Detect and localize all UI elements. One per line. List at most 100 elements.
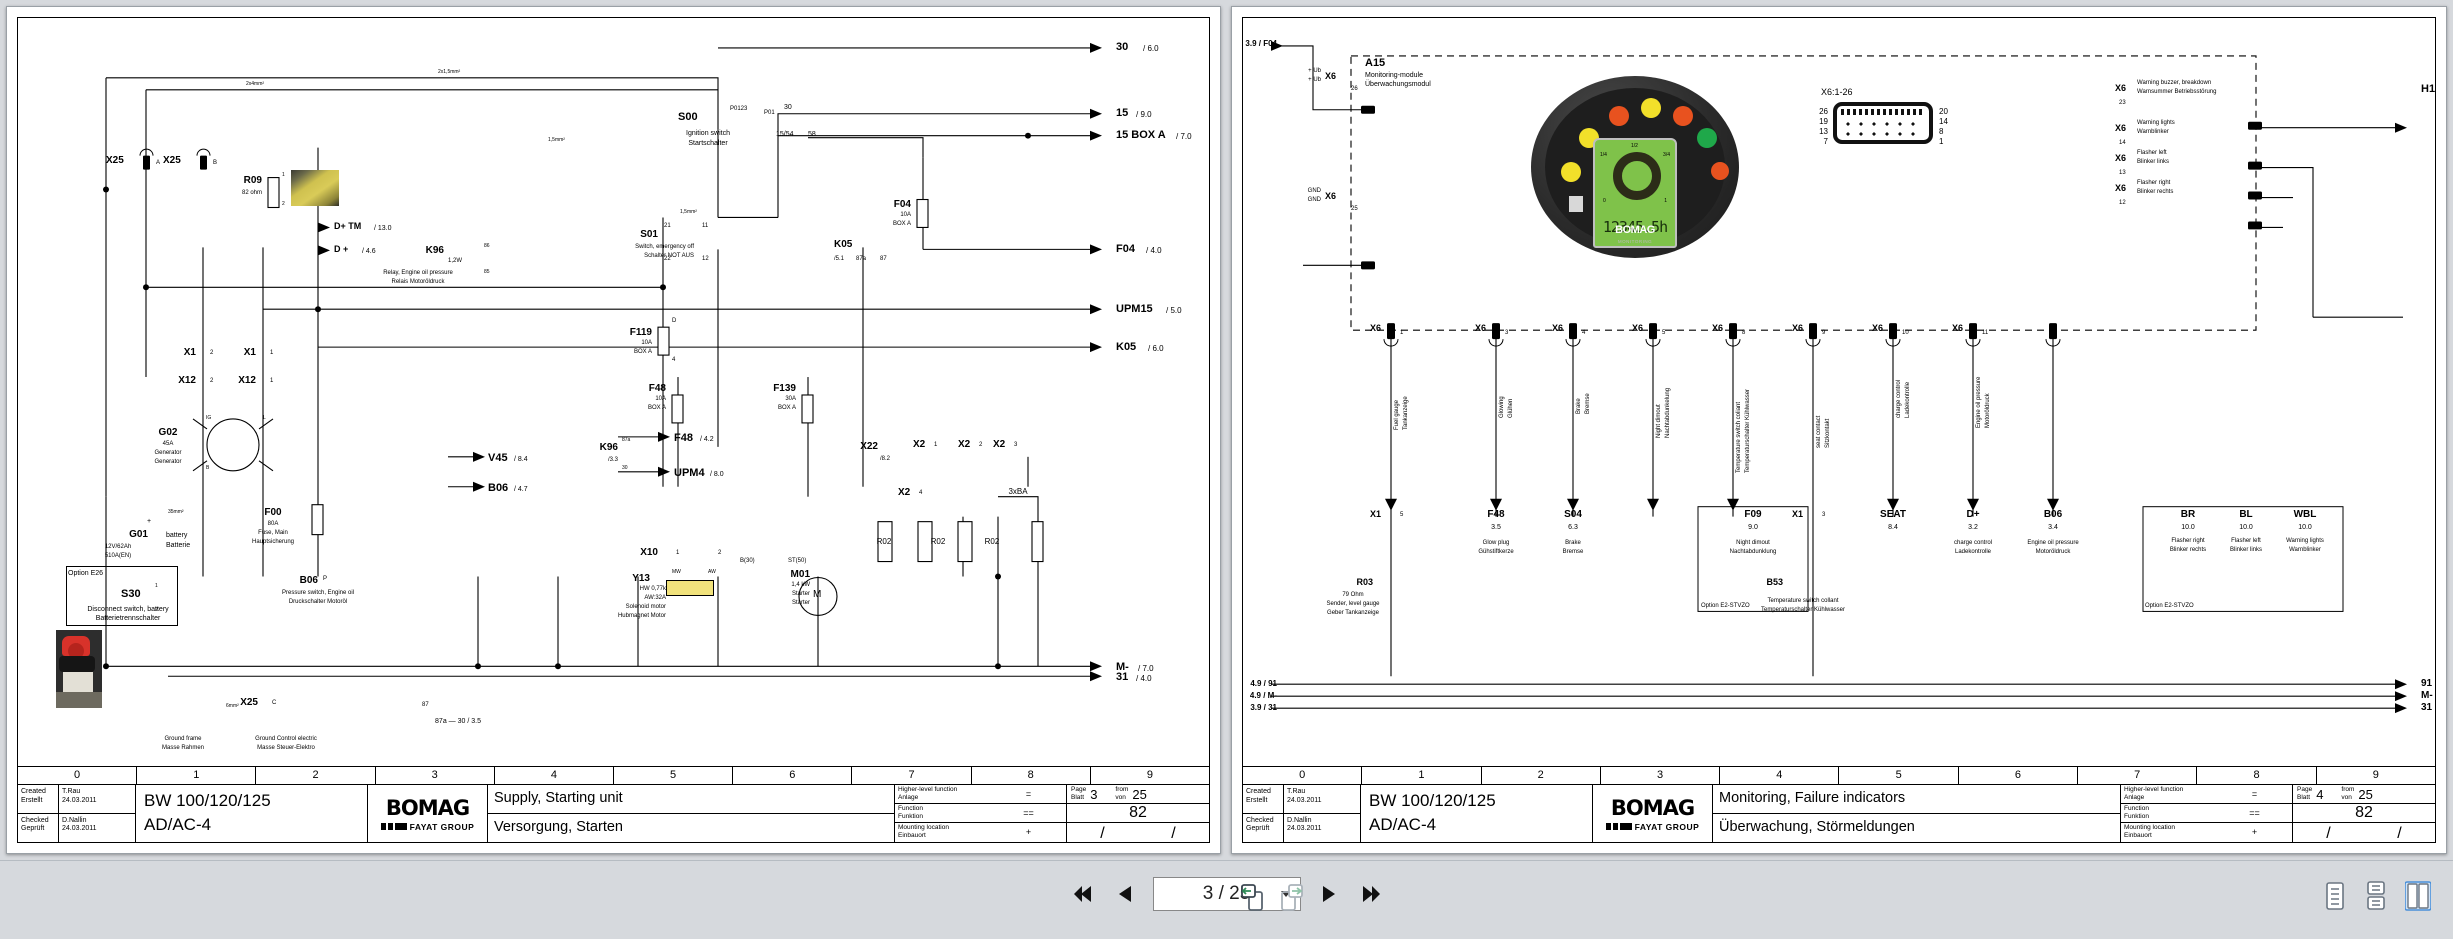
component-m01-name-de: Starter (791, 600, 810, 606)
checked-by: D.Nallin (62, 816, 87, 824)
relay-photo (291, 170, 339, 206)
module-gnd-connector: X6 (1325, 191, 1337, 201)
checked-key-en: Checked (21, 816, 49, 824)
input-0-connector: X6 (1369, 323, 1381, 333)
signal-out-15: 15 (1116, 107, 1129, 119)
input-1-pin: 3 (1505, 330, 1509, 336)
signal-out-31-ref: / 4.0 (1136, 674, 1152, 683)
sheet-description: Monitoring, Failure indicators Überwachu… (1713, 785, 2121, 842)
component-m01-mark-b30: B(30) (740, 558, 755, 564)
page-navigation: 3 / 25 (1069, 877, 1385, 911)
checked-date: 24.03.2011 (1287, 825, 1322, 832)
component-x1-2-pin: 2 (210, 350, 214, 356)
component-f00-name-en: Fuse, Main (258, 530, 288, 536)
logo-wordmark: BOMAG (385, 795, 470, 820)
input-6-connector: X6 (1871, 323, 1883, 333)
input-2-pin: 4 (1582, 330, 1586, 336)
col-5: 5 (614, 767, 734, 784)
lamp-0-ref: 10.0 (2181, 524, 2195, 531)
signal-out-k05: K05 (1116, 341, 1137, 353)
lamp-2-name-de: Warnblinker (2289, 547, 2321, 553)
drawing-sheet-page-4[interactable]: 1/4 3/4 1/2 0 1 12345.5h BOMAG MONITORIN… (1231, 6, 2447, 854)
ground-frame-de: Masse Rahmen (161, 745, 205, 751)
lamp-0-tag: BR (2180, 509, 2196, 520)
single-page-view-icon[interactable] (2323, 881, 2349, 911)
chevron-down-icon[interactable] (1280, 891, 1291, 897)
connector-x25-b: X25 (163, 155, 181, 166)
signal-in-f04: 3.9 / F04 (1245, 39, 1277, 48)
column-ruler: 0 1 2 3 4 5 6 7 8 9 (1243, 767, 2435, 785)
output-0-name-de: Warnsummer Betriebsstörung (2137, 89, 2217, 95)
bus-left-0: 4.9 / 91 (1250, 679, 1277, 688)
created-key-de: Erstellt (1246, 796, 1268, 804)
component-b06-name-en: Pressure switch, Engine oil (281, 590, 355, 596)
created-date: 24.03.2011 (62, 796, 97, 804)
component-s01-mark-22: 22 (664, 256, 671, 262)
input-3-pin: 5 (1662, 330, 1666, 336)
component-x2-4: X2 (898, 487, 911, 498)
component-y13-symbol (666, 580, 714, 596)
next-page-button[interactable] (1315, 879, 1343, 909)
page-number-input[interactable]: 3 / 25 (1152, 877, 1301, 911)
component-f119-rating: 10A (641, 340, 652, 346)
inline-signal-b06-ref: / 4.7 (514, 486, 528, 493)
first-page-button[interactable] (1069, 879, 1097, 909)
bus-left-1: 4.9 / M- (1249, 691, 1277, 700)
drawing-number: 82 (1067, 804, 1209, 824)
input-2-term-en: Brake (1565, 540, 1581, 546)
fn-2-value: + (2251, 827, 2258, 838)
previous-page-button[interactable] (1111, 879, 1139, 909)
facing-view-icon[interactable] (2404, 881, 2432, 911)
component-k05-mark-87: 87 (880, 256, 887, 262)
continuous-view-icon[interactable] (2364, 881, 2390, 911)
wire-note-2: 1,5mm² (680, 209, 697, 215)
col-7: 7 (2078, 767, 2198, 784)
component-x2-1-pin: 1 (934, 442, 938, 448)
inline-signal-dplus-tm-ref: / 13.0 (374, 225, 392, 232)
component-g01-rating2: 510A(EN) (104, 553, 132, 559)
component-g02-tag: G02 (158, 427, 178, 438)
input-2-name-de: Bremse (1585, 393, 1591, 414)
component-f139-rating: 30A (785, 396, 796, 402)
col-2: 2 (1482, 767, 1601, 784)
instrument-cluster-photo: 1/4 3/4 1/2 0 1 12345.5h BOMAG MONITORIN… (1531, 76, 1739, 258)
col-0: 0 (1243, 767, 1363, 784)
component-x2-2-pin: 2 (979, 442, 983, 448)
from-key-de: von (1115, 794, 1126, 802)
component-s30-name-de: Batterietrennschalter (95, 615, 161, 622)
component-k96-pin-86: 86 (484, 243, 490, 249)
export-icon[interactable] (1240, 883, 1266, 913)
input-5-pin: 9 (1822, 330, 1826, 336)
ground-control-en: Ground Control electric (255, 736, 317, 742)
slash-right: / (2397, 825, 2402, 843)
col-1: 1 (137, 767, 257, 784)
page-key-de: Blatt (1071, 794, 1085, 802)
connector-x6-pictogram (1833, 102, 1933, 144)
input-2-term-de: Bremse (1562, 549, 1584, 555)
component-s01-mark-21: 21 (664, 223, 671, 229)
logo-fayat-group: FAYAT GROUP (1634, 821, 1700, 832)
import-icon[interactable] (1279, 883, 1305, 913)
inline-signal-upm4-ref: / 8.0 (710, 471, 724, 478)
drawing-sheet-page-3[interactable]: 30 / 6.0 15 / 9.0 15 BOX A / 7.0 F04 / 4… (6, 6, 1221, 854)
component-y13-sub2: AW:32A (644, 595, 666, 601)
component-s00-mark-p01: P01 (764, 110, 775, 116)
component-f00-tag: F00 (264, 507, 282, 518)
titleblock-page-3: 0 1 2 3 4 5 6 7 8 9 Created (18, 766, 1209, 842)
component-s00-mark-30: 30 (784, 104, 792, 111)
output-2-pin: 13 (2119, 170, 2126, 176)
col-2: 2 (256, 767, 376, 784)
slash-left: / (1100, 825, 1105, 843)
last-page-button[interactable] (1357, 879, 1385, 909)
component-x12-1-pin: 1 (270, 378, 274, 384)
input-0-name-de: Tankanzeige (1403, 396, 1409, 430)
description-de: Überwachung, Störmeldungen (1719, 818, 1915, 835)
schematic-drawing-monitoring-failure-indicators: 1/4 3/4 1/2 0 1 12345.5h BOMAG MONITORIN… (1243, 18, 2435, 766)
fn-0-key-de: Anlage (2124, 793, 2145, 801)
device-b53-name-de: Temperaturschalter Kühlwasser (1760, 607, 1846, 613)
component-s01-name-de: Schalter NOT AUS (644, 253, 694, 259)
inline-signal-upm4: UPM4 (674, 467, 705, 479)
col-7: 7 (852, 767, 972, 784)
page-key-en: Page (1071, 786, 1087, 794)
component-s01-mark-11: 11 (702, 223, 709, 229)
